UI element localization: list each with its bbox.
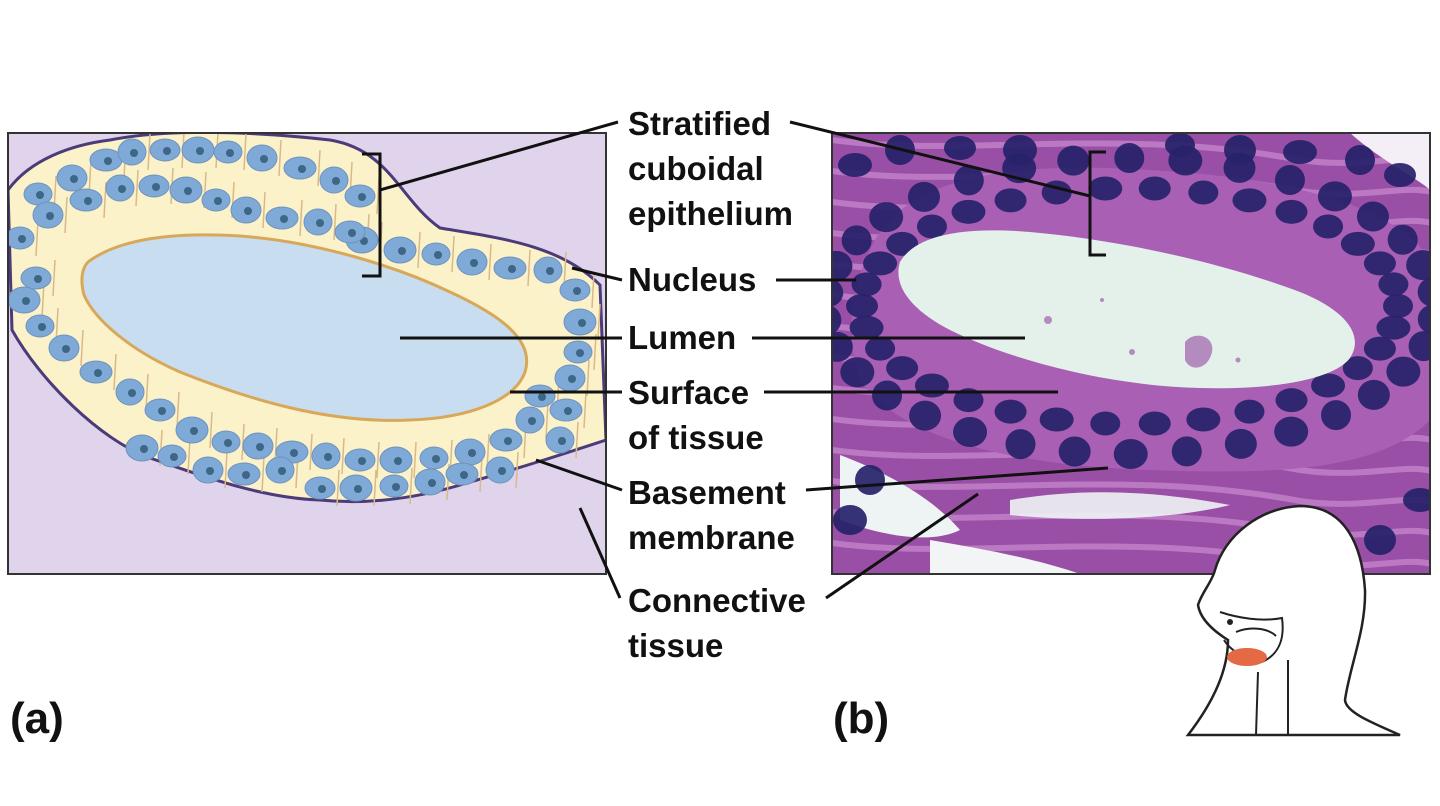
micrograph-lumen [898, 230, 1355, 389]
label-stratified-cuboidal-epithelium: Stratified cuboidal epithelium [628, 101, 793, 236]
label-line: Surface [628, 374, 750, 411]
label-line: Lumen [628, 319, 737, 356]
label-line: cuboidal [628, 150, 764, 187]
cell-nuclei [8, 136, 597, 502]
label-surface-of-tissue: Surface of tissue [628, 370, 764, 460]
label-line: tissue [628, 627, 724, 664]
label-line: Stratified [628, 105, 772, 142]
cell-boundaries [35, 133, 601, 507]
head-profile-icon [1185, 504, 1401, 737]
panel-b-micrograph [832, 133, 1430, 574]
epithelium-bracket-a [362, 152, 382, 278]
label-line: Nucleus [628, 261, 757, 298]
panel-letter-b: (b) [833, 694, 890, 743]
epithelium-bracket-b [1088, 150, 1106, 257]
label-line: membrane [628, 519, 795, 556]
panel-letter-a: (a) [10, 694, 64, 743]
leader-lines [379, 120, 1109, 600]
connective-tissue-clefts [840, 133, 1430, 574]
lumen-debris [1044, 298, 1241, 368]
label-line: epithelium [628, 195, 794, 232]
micrograph-nuclei [832, 133, 1430, 555]
label-connective-tissue: Connective tissue [628, 578, 806, 668]
lumen-area [80, 233, 529, 422]
label-lumen: Lumen [628, 315, 736, 360]
label-line: of tissue [628, 419, 764, 456]
panel-a-illustration [8, 133, 606, 574]
label-line: Basement [628, 474, 786, 511]
label-line: Connective [628, 582, 806, 619]
label-nucleus: Nucleus [628, 257, 756, 302]
label-basement-membrane: Basement membrane [628, 470, 795, 560]
